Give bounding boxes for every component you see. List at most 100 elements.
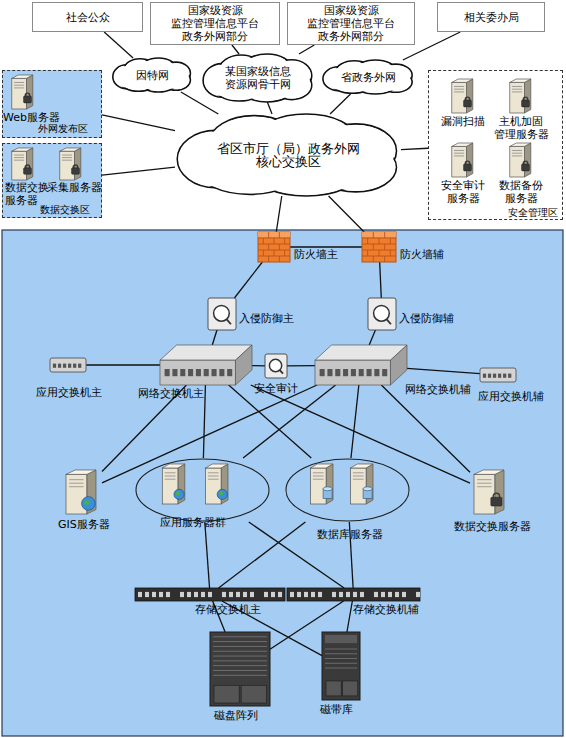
graphic-part (12, 78, 27, 109)
graphic-part (480, 368, 516, 382)
graphic-part (362, 232, 396, 237)
graphic-part (325, 668, 357, 669)
graphic-part (206, 464, 229, 468)
graphic-part (58, 364, 61, 368)
graphic-part (284, 238, 285, 244)
connector-line (104, 32, 133, 58)
graphic-part (274, 238, 275, 244)
graphic-part (69, 486, 83, 487)
network-switch-shape (160, 345, 252, 385)
graphic-part (359, 369, 364, 376)
connector-line (219, 522, 306, 588)
source-box: 相关委办局 (437, 2, 545, 32)
graphic-part (367, 250, 368, 256)
connector-line (299, 45, 314, 54)
graphic-part (322, 632, 360, 700)
node-label: 主机加固 管理服务器 (492, 115, 550, 141)
graphic-part (313, 476, 324, 477)
node-label: 相关委办局 (438, 3, 544, 31)
node-label: 国家级资源 监控管理信息平台 政务外网部分 (288, 3, 414, 44)
graphic-part (208, 298, 236, 330)
graphic-part (84, 500, 90, 504)
graphic-part (235, 345, 252, 385)
graphic-part (512, 86, 522, 87)
connector-line (276, 196, 281, 232)
graphic-part (73, 364, 76, 368)
graphic-part (82, 497, 96, 511)
server-node-shape (62, 470, 102, 514)
node-label: 数据库服务器 (317, 528, 407, 541)
graphic-part (416, 592, 420, 597)
node-label: 安全审计 服务器 (438, 179, 488, 205)
graphic-part (522, 100, 530, 107)
server-node-shape (507, 79, 535, 113)
connector-line (212, 330, 217, 345)
graphic-part (138, 592, 142, 597)
node-label: 数据交换区 (40, 203, 100, 216)
node-label: 外网发布区 (38, 122, 100, 135)
server-node: Web服务器 (9, 75, 37, 109)
server-node: 安全审计 服务器 (449, 143, 477, 177)
graphic-part (204, 369, 209, 376)
storage-switch-shape (135, 588, 285, 601)
graphic-part (69, 479, 83, 480)
graphic-part (454, 155, 464, 156)
graphic-part (343, 369, 348, 376)
graphic-part (351, 369, 356, 376)
node-label: 数据交换 服务器 (5, 181, 51, 207)
disk-array-shape (210, 632, 270, 706)
server-icon (452, 143, 473, 177)
app-switch-shape (480, 368, 516, 382)
graphic-part (382, 369, 387, 376)
connector-line (369, 330, 375, 345)
node-label: 省区市厅（局）政务外网 核心交换区 (175, 114, 401, 196)
graphic-part (26, 148, 32, 180)
firewall-node: 防火墙辅 (362, 232, 396, 262)
graphic-part (14, 155, 24, 156)
graphic-part (466, 143, 472, 177)
server-node: 漏洞扫描 (449, 79, 477, 113)
tape-library: 磁带库 (322, 632, 360, 700)
graphic-part (454, 91, 464, 92)
network-cloud: 某国家级信息 资源网骨干网 (202, 54, 314, 102)
graphic-part (483, 374, 486, 378)
graphic-part (508, 374, 511, 378)
graphic-part (311, 464, 334, 468)
graphic-part (325, 649, 357, 650)
graphic-part (512, 153, 522, 154)
graphic-part (194, 592, 198, 597)
graphic-part (495, 470, 504, 514)
connector-line (381, 385, 470, 472)
graphic-part (373, 244, 374, 250)
group-ellipse (136, 459, 269, 521)
server-icon (162, 464, 185, 504)
graphic-part (12, 151, 27, 180)
graphic-part (165, 369, 170, 376)
network-cloud: 省政务外网 (322, 60, 414, 94)
connector-line (234, 262, 262, 298)
graphic-part (278, 592, 282, 597)
graphic-part (165, 472, 176, 473)
security-device: 安全审计 (265, 354, 287, 378)
graphic-part (362, 232, 396, 262)
storage-switch: 存储交换机辅 (287, 588, 420, 601)
graphic-part (454, 89, 464, 90)
server-icon (206, 464, 229, 504)
graphic-part (258, 232, 290, 262)
graphic-part (477, 479, 491, 480)
server-node: 数据备份 服务器 (507, 143, 535, 177)
node-label: 数据备份 服务器 (492, 179, 550, 205)
graphic-part (159, 592, 163, 597)
graphic-part (353, 479, 364, 480)
node-label: 国家级资源 监控管理信息平台 政务外网部分 (151, 3, 279, 44)
storage-switch-shape (287, 588, 420, 601)
node-label: 入侵防御辅 (399, 312, 469, 325)
graphic-part (384, 232, 385, 238)
graphic-part (374, 592, 378, 597)
tape-library-shape (322, 632, 360, 700)
graphic-part (373, 256, 374, 262)
zone-box: 数据交换区数据交换 服务器采集服务器 (2, 143, 102, 218)
connector-line (102, 115, 175, 131)
node-label: 磁盘阵列 (214, 709, 274, 722)
node-label: 安全审计 (246, 382, 306, 395)
